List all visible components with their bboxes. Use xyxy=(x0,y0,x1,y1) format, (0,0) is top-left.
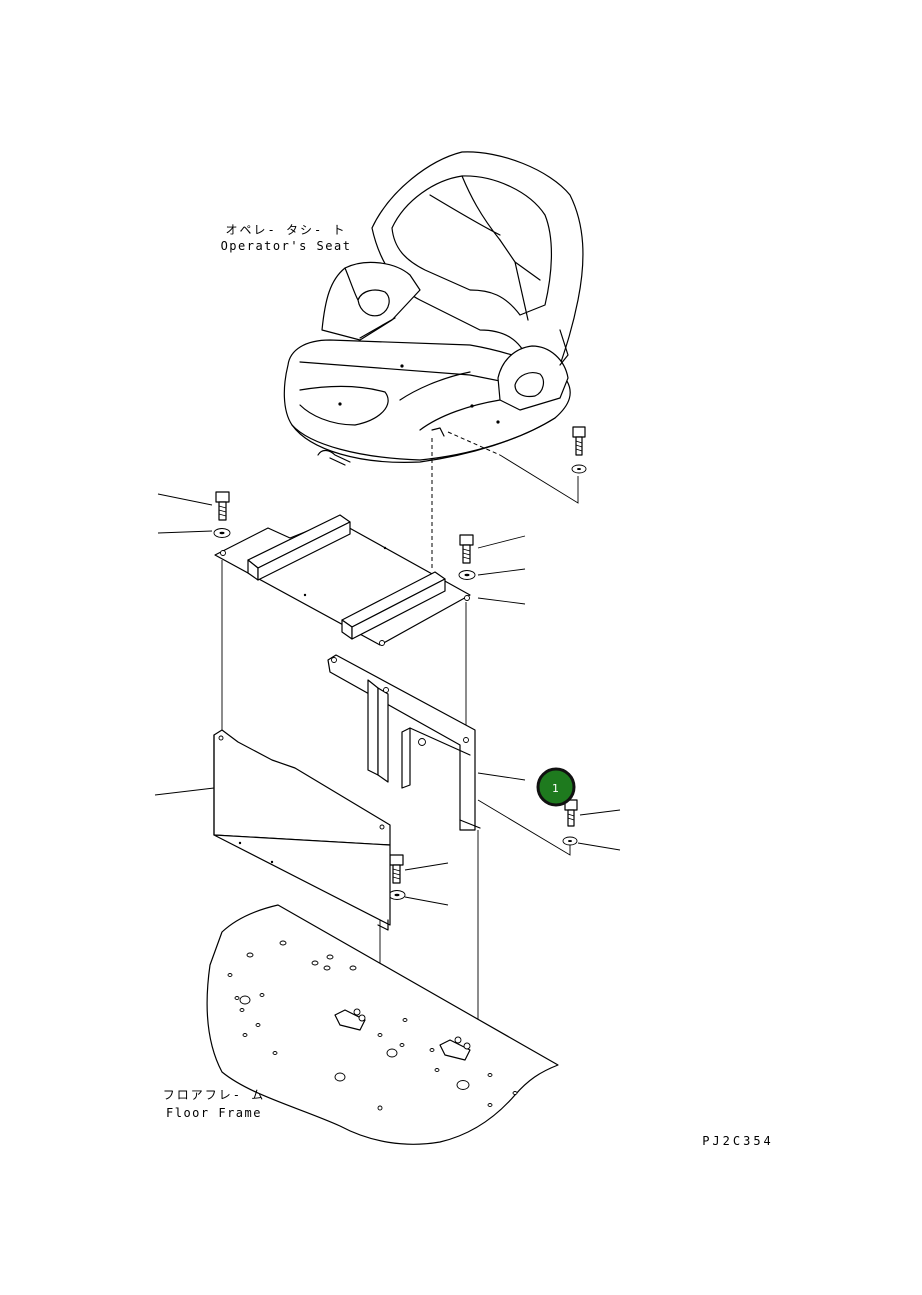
bolt-icon xyxy=(459,534,474,564)
bolt-icon xyxy=(389,854,404,884)
leader-lines xyxy=(154,493,621,906)
seat-mount-plate xyxy=(214,514,471,646)
seat-label-jp: オペレ- タシ- ト xyxy=(226,223,347,237)
floor-label-jp: フロアフレ- ム xyxy=(163,1088,265,1102)
floor-frame xyxy=(206,904,559,1145)
callout-1-circle[interactable] xyxy=(536,767,576,807)
seat-mount-guides xyxy=(431,431,579,570)
callout-1-button[interactable]: 1 xyxy=(536,767,576,807)
callout-1-number: 1 xyxy=(552,782,559,795)
operator-seat xyxy=(283,151,584,466)
bolts-and-washers xyxy=(213,426,587,900)
floor-holes xyxy=(227,940,518,1111)
seat-bracket xyxy=(327,654,571,856)
bolt-icon xyxy=(572,426,586,456)
seat-label-en: Operator's Seat xyxy=(221,239,352,253)
drawing-code: PJ2C354 xyxy=(702,1134,774,1148)
bolt-icon xyxy=(215,491,230,521)
bolt-icon xyxy=(564,799,578,827)
floor-label-en: Floor Frame xyxy=(166,1106,262,1120)
front-cover xyxy=(213,729,391,931)
